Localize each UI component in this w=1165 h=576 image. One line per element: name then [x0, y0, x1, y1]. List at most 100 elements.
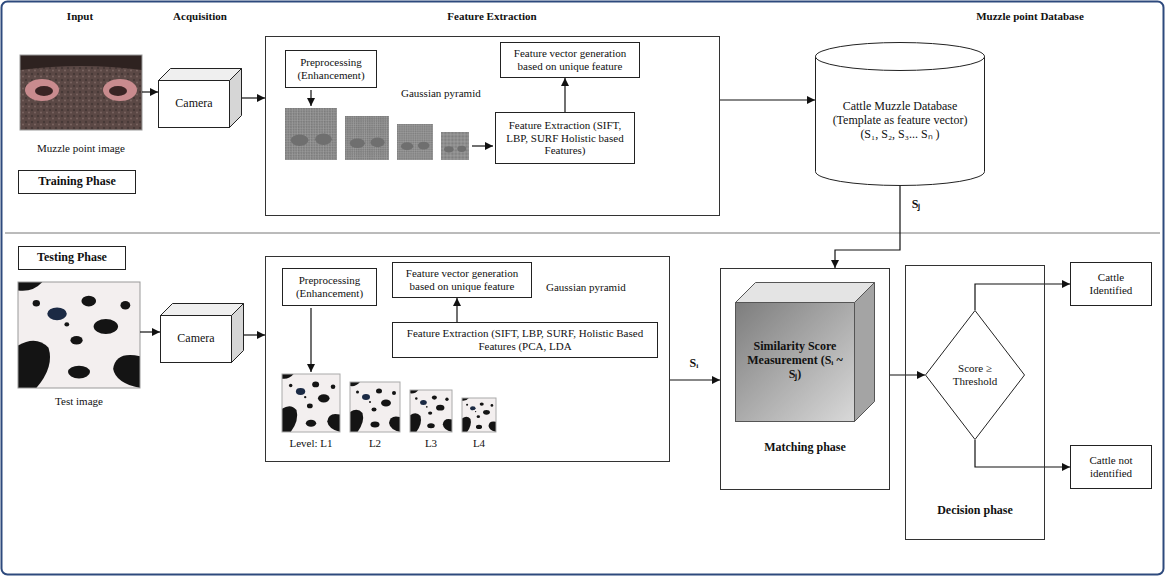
photo-frame [20, 55, 142, 130]
text-holder: Cattle not identified [1071, 446, 1151, 488]
node-text: Muzzle point image [37, 142, 125, 155]
node-text: Feature vector generation based on uniqu… [506, 47, 634, 72]
image-node: Muzzle point image [20, 55, 142, 155]
flow-connector [670, 379, 720, 380]
edge-label: Sᵢ [688, 357, 701, 371]
camera-front [161, 316, 232, 363]
pyramid-level [345, 116, 389, 160]
node-text: Cattle Identified [1076, 271, 1146, 296]
database-cylinder: Cattle Muzzle Database (Template as feat… [815, 42, 985, 186]
photo-texture [20, 55, 142, 130]
camera-box: Camera [158, 68, 242, 128]
process-box: Feature Extraction (SIFT, LBP, SURF, Hol… [392, 322, 658, 358]
feature-panel: Gaussian pyramid Preprocessing (Enhanceme… [265, 36, 720, 216]
column-header: Feature Extraction [447, 10, 536, 23]
node-text: Gaussian pyramid [401, 87, 496, 100]
level-label: L3 [425, 437, 437, 450]
pyramid-frame [282, 374, 340, 432]
flow-connector [975, 284, 1070, 310]
level-label: L4 [473, 437, 485, 450]
node-text: Feature vector generation based on uniqu… [398, 267, 526, 292]
pyramid-level [397, 124, 433, 160]
node-text: Preprocessing (Enhancement) [291, 56, 371, 81]
text-holder: Camera [158, 68, 242, 128]
pyramid-level [285, 108, 337, 160]
flow-arrow [310, 308, 311, 372]
node-text: Testing Phase [37, 251, 107, 265]
pyramid-frame [410, 390, 452, 432]
camera-side [232, 304, 244, 363]
text-holder: Similarity Score Measurement (Sᵢ ~ Sⱼ) [735, 282, 875, 422]
node-text: Gaussian pyramid [546, 281, 656, 294]
pyramid-level [462, 398, 496, 432]
phase-tag: Training Phase [18, 170, 136, 194]
text-holder: Feature Extraction (SIFT, LBP, SURF Holi… [496, 113, 634, 163]
edge-label: Sⱼ [910, 198, 923, 212]
nostril [25, 79, 59, 101]
node-text: Score ≥ Threshold [943, 362, 1007, 387]
flow-connector [242, 97, 265, 98]
pyramid-level [350, 382, 400, 432]
result-box: Cattle Identified [1070, 262, 1152, 306]
flow-connector [975, 440, 1070, 467]
phase-group: Decision phase Score ≥ Threshold [905, 265, 1045, 540]
node-text: Matching phase [721, 441, 889, 455]
diamond-outline [926, 311, 1025, 440]
node-text: Cattle Muzzle Database (Template as feat… [829, 100, 971, 128]
process-box: Feature vector generation based on uniqu… [500, 42, 640, 78]
text-holder: Preprocessing (Enhancement) [286, 51, 376, 87]
node-text: Camera [177, 332, 214, 346]
pyramid-level [282, 374, 340, 432]
text-holder: Test image [18, 280, 140, 408]
text-holder: Testing Phase [19, 247, 125, 269]
text-holder: Feature vector generation based on uniqu… [393, 263, 531, 297]
block-top [736, 283, 875, 303]
cylinder-top [816, 43, 985, 71]
text-holder: Cattle Muzzle Database (Template as feat… [815, 42, 985, 186]
text-holder: Cattle Identified [1071, 263, 1151, 305]
nostril-hole [109, 86, 127, 96]
node-text: Test image [55, 395, 103, 408]
process-box: Feature Extraction (SIFT, LBP, SURF Holi… [495, 112, 635, 164]
camera-box: Camera [160, 303, 244, 363]
process-box: Preprocessing (Enhancement) [282, 268, 377, 306]
block-front [736, 303, 855, 422]
node-text: Preprocessing (Enhancement) [288, 274, 371, 299]
text-holder: Score ≥ Threshold [925, 310, 1025, 440]
block-side [855, 283, 875, 422]
pyramid-frame [350, 382, 400, 432]
column-header: Muzzle point Database [976, 10, 1084, 23]
text-holder: Preprocessing (Enhancement) [283, 269, 376, 305]
node-text: Similarity Score Measurement (Sᵢ ~ Sⱼ) [741, 340, 849, 381]
text-holder: Feature Extraction (SIFT, LBP, SURF, Hol… [393, 323, 657, 357]
muzzle-photo [20, 55, 142, 130]
flow-connector [720, 99, 815, 100]
node-text: Feature Extraction (SIFT, LBP, SURF Holi… [501, 119, 629, 157]
text-holder: Training Phase [19, 171, 135, 193]
feature-panel: Gaussian pyramid Preprocessing (Enhanceme… [265, 256, 670, 462]
node-text: Camera [175, 97, 212, 111]
level-label: Level: L1 [289, 437, 332, 450]
image-node: Test image [18, 280, 140, 408]
nostril [103, 79, 137, 101]
flow-arrow [310, 90, 311, 106]
phase-group: Matching phase Similarity Score Measureme… [720, 268, 890, 490]
camera-front [159, 81, 230, 128]
level-label: L2 [369, 437, 381, 450]
camera-side [230, 69, 242, 128]
process-box: Preprocessing (Enhancement) [285, 50, 377, 88]
pyramid-level [410, 390, 452, 432]
text-holder: Camera [160, 303, 244, 363]
column-header: Input [67, 10, 93, 23]
pyramid-frame [462, 398, 496, 432]
node-text: Feature Extraction (SIFT, LBP, SURF, Hol… [398, 327, 652, 352]
phase-divider [5, 233, 1160, 234]
flow-connector [244, 334, 265, 335]
pyramid-level [441, 132, 469, 160]
column-header: Acquisition [173, 10, 227, 23]
node-text: Decision phase [906, 504, 1044, 518]
flow-connector [890, 374, 925, 375]
node-text: Cattle not identified [1076, 454, 1146, 479]
